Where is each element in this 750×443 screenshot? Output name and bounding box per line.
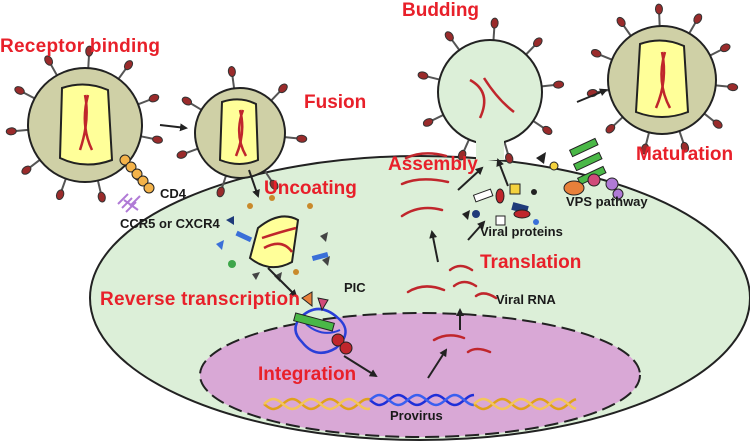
virion-spikes-fusion — [176, 66, 308, 198]
label-translation: Translation — [480, 252, 581, 273]
label-fusion: Fusion — [304, 92, 366, 113]
virion-spikes-maturation — [586, 3, 739, 155]
rna-strand-icon — [482, 77, 515, 113]
lifecycle-arrows — [159, 88, 608, 379]
viral-proteins-cluster — [462, 183, 539, 226]
cd4-receptor — [119, 154, 155, 194]
viral-rna-strands — [400, 152, 498, 354]
virion-spikes-budding — [417, 17, 565, 164]
label-vps-pathway: VPS pathway — [566, 194, 648, 209]
label-integration: Integration — [258, 364, 356, 385]
label-cd4: CD4 — [160, 186, 187, 201]
label-receptor-binding: Receptor binding — [0, 36, 160, 57]
label-coreceptor: CCR5 or CXCR4 — [120, 216, 220, 231]
protein-fragments — [216, 195, 330, 282]
rna-strand-icon — [469, 78, 486, 119]
rna-strand-icon — [78, 94, 88, 151]
label-reverse-transcription: Reverse transcription — [100, 289, 300, 310]
pic-complex — [293, 291, 353, 355]
vps-pathway-icon — [536, 137, 624, 200]
virion-receptor-binding — [27, 67, 143, 183]
rna-strand-icon — [660, 51, 672, 109]
coreceptor-icon — [117, 193, 141, 213]
label-provirus: Provirus — [390, 408, 443, 423]
label-viral-proteins: Viral proteins — [480, 224, 563, 239]
rna-strand-icon — [83, 94, 94, 151]
uncoating-capsid — [248, 215, 300, 269]
rna-strand-icon — [237, 109, 248, 157]
label-budding: Budding — [402, 0, 479, 21]
label-viral-rna: Viral RNA — [496, 292, 556, 307]
label-assembly: Assembly — [388, 154, 478, 175]
label-pic: PIC — [344, 280, 366, 295]
virion-budding — [437, 39, 543, 160]
label-maturation: Maturation — [636, 144, 733, 165]
label-uncoating: Uncoating — [264, 178, 357, 199]
virion-fusion — [194, 87, 286, 179]
provirus-dna — [369, 393, 475, 407]
virion-maturation — [607, 25, 717, 135]
host-dna-right — [473, 397, 577, 411]
host-dna-left — [263, 397, 371, 411]
